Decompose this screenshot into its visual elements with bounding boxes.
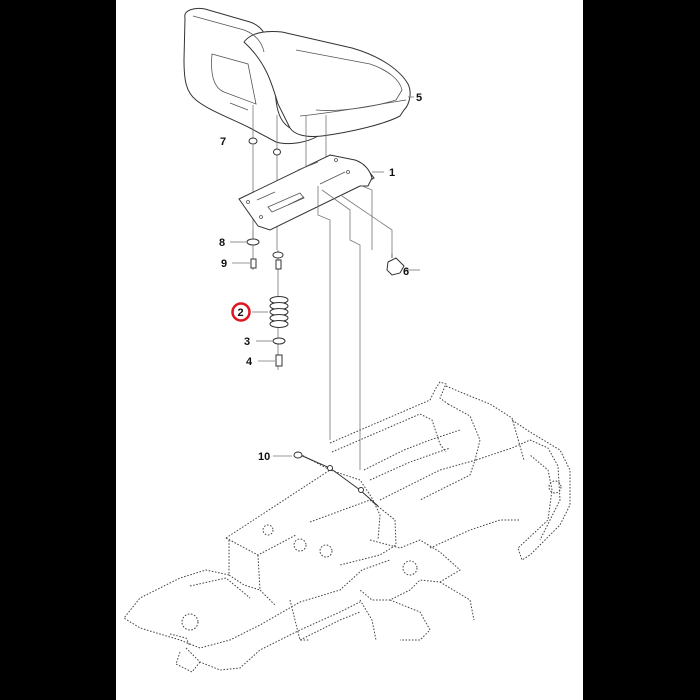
bolt-part-9 bbox=[250, 258, 257, 269]
callout-label-9: 9 bbox=[221, 258, 227, 270]
callout-5[interactable]: 5 bbox=[416, 92, 422, 104]
seat-plate-part[interactable] bbox=[238, 154, 375, 231]
cable-harness-part bbox=[293, 451, 379, 507]
highlight-ring bbox=[231, 302, 251, 322]
callout-label-5: 5 bbox=[416, 92, 422, 104]
parts-diagram: 1 2 3 4 5 6 7 8 9 10 bbox=[123, 7, 571, 673]
seat-switch-part bbox=[386, 254, 405, 276]
callout-label-10: 10 bbox=[258, 451, 270, 463]
tractor-frame bbox=[123, 381, 571, 673]
callout-7[interactable]: 7 bbox=[220, 136, 226, 148]
washer-part-3 bbox=[272, 337, 286, 345]
callout-label-1: 1 bbox=[389, 167, 395, 179]
spring-part[interactable] bbox=[269, 296, 289, 328]
callout-3[interactable]: 3 bbox=[244, 336, 250, 348]
diagram-panel: 1 2 3 4 5 6 7 8 9 10 bbox=[116, 0, 583, 700]
callout-label-8: 8 bbox=[219, 237, 225, 249]
callout-10[interactable]: 10 bbox=[258, 451, 270, 463]
callout-4[interactable]: 4 bbox=[246, 356, 253, 368]
seat-part[interactable] bbox=[183, 7, 414, 145]
callout-label-4: 4 bbox=[246, 356, 253, 368]
callout-2-highlighted[interactable]: 2 bbox=[231, 302, 251, 322]
callout-8[interactable]: 8 bbox=[219, 237, 225, 249]
callout-label-6: 6 bbox=[403, 266, 409, 278]
callout-1[interactable]: 1 bbox=[389, 167, 395, 179]
callout-label-7: 7 bbox=[220, 136, 226, 148]
callout-6[interactable]: 6 bbox=[403, 266, 409, 278]
callout-label-3: 3 bbox=[244, 336, 250, 348]
callout-9[interactable]: 9 bbox=[221, 258, 227, 270]
nut-part-7 bbox=[248, 137, 281, 156]
washer-part-8 bbox=[246, 238, 260, 246]
callout-label-2: 2 bbox=[238, 307, 244, 319]
bolt-part-4 bbox=[275, 354, 283, 367]
